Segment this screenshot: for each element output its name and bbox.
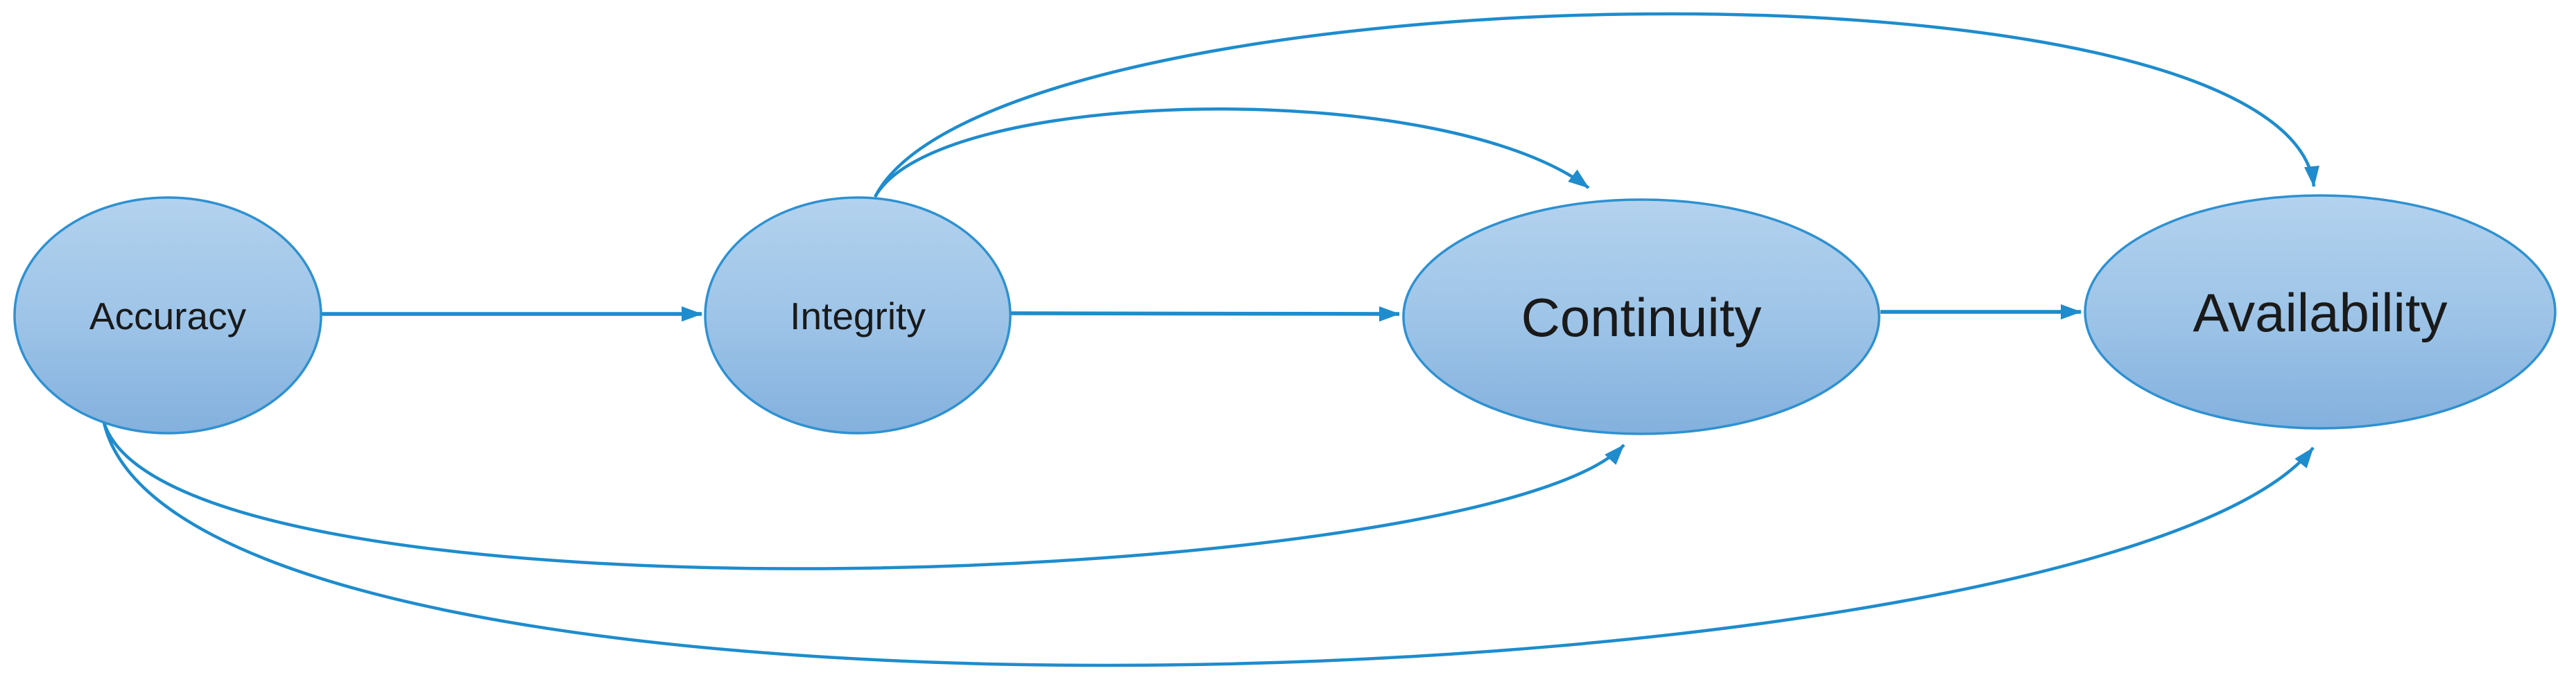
node-continuity: Continuity (1402, 198, 1881, 435)
edge-accuracy-to-availability-arc (102, 422, 2315, 667)
node-accuracy-label: Accuracy (89, 295, 247, 338)
node-integrity: Integrity (704, 196, 1012, 435)
node-availability: Availability (2084, 194, 2557, 430)
node-accuracy: Accuracy (13, 196, 322, 435)
edge-accuracy-to-continuity-arc (102, 422, 1625, 570)
node-integrity-label: Integrity (790, 295, 926, 338)
node-availability-label: Availability (2193, 282, 2447, 343)
node-integrity-ellipse (704, 196, 1012, 435)
edge-integrity-to-availability-arc (874, 12, 2319, 198)
node-continuity-ellipse (1402, 198, 1881, 435)
node-accuracy-ellipse (13, 196, 322, 435)
edge-integrity-to-continuity-straight (1010, 306, 1400, 322)
edge-integrity-to-continuity-arc (874, 107, 1590, 198)
node-continuity-label: Continuity (1521, 287, 1762, 348)
node-availability-ellipse (2084, 194, 2557, 430)
